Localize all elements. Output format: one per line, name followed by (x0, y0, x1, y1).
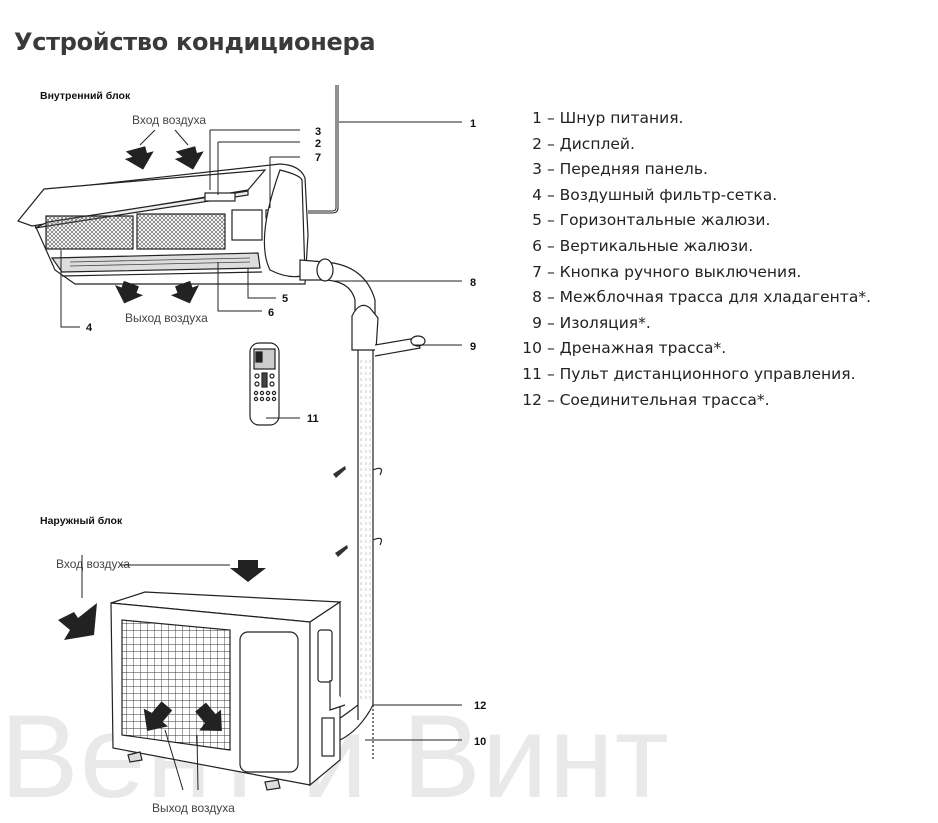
callout-4: 4 (86, 322, 93, 334)
callout-2: 2 (315, 138, 321, 150)
callout-10: 10 (474, 736, 486, 748)
legend-item: 7 – Кнопка ручного выключения. (532, 262, 802, 281)
legend-item: 6 – Вертикальные жалюзи. (532, 236, 754, 255)
legend-item: 9 – Изоляция*. (532, 313, 651, 332)
outdoor-heading: Наружный блок (40, 515, 123, 527)
indoor-air-out-label: Выход воздуха (125, 311, 208, 325)
display (204, 192, 236, 202)
insulation (410, 335, 426, 347)
callout-11: 11 (307, 413, 319, 425)
indoor-heading: Внутренний блок (40, 90, 131, 102)
legend-item: 11 – Пульт дистанционного управления. (522, 364, 856, 383)
legend-item: 8 – Межблочная трасса для хладагента*. (532, 288, 871, 307)
legend-item: 10 – Дренажная трасса*. (522, 339, 727, 358)
callout-7: 7 (315, 152, 321, 164)
callout-1: 1 (470, 118, 476, 130)
power-cord (308, 85, 339, 214)
callout-12: 12 (474, 700, 486, 712)
parts-legend: 1 – Шнур питания. 2 – Дисплей. 3 – Перед… (520, 106, 871, 413)
remote-control (249, 342, 280, 426)
refrigerant-line (299, 258, 426, 760)
leader-lines (60, 121, 462, 741)
legend-item: 12 – Соединительная трасса*. (522, 390, 770, 409)
air-flow-arrows-indoor (114, 129, 204, 304)
legend-item: 5 – Горизонтальные жалюзи. (532, 211, 771, 230)
outdoor-air-out-label: Выход воздуха (152, 801, 235, 815)
legend-item: 1 – Шнур питания. (532, 109, 684, 127)
legend-item: 3 – Передняя панель. (532, 160, 708, 179)
callout-3: 3 (315, 126, 321, 138)
air-flow-arrows-outdoor (58, 555, 266, 791)
outdoor-air-in-label: Вход воздуха (56, 557, 130, 571)
callout-8: 8 (470, 277, 476, 289)
callout-6: 6 (268, 307, 274, 319)
legend-item: 2 – Дисплей. (532, 134, 635, 153)
indoor-air-in-label: Вход воздуха (132, 113, 206, 127)
indoor-unit (16, 163, 309, 285)
callout-5: 5 (282, 293, 288, 305)
legend-item: 4 – Воздушный фильтр-сетка. (532, 185, 778, 204)
page-title: Устройство кондиционера (14, 28, 376, 56)
outdoor-unit (110, 591, 346, 791)
screw-icons (333, 466, 348, 557)
callout-9: 9 (470, 341, 476, 353)
